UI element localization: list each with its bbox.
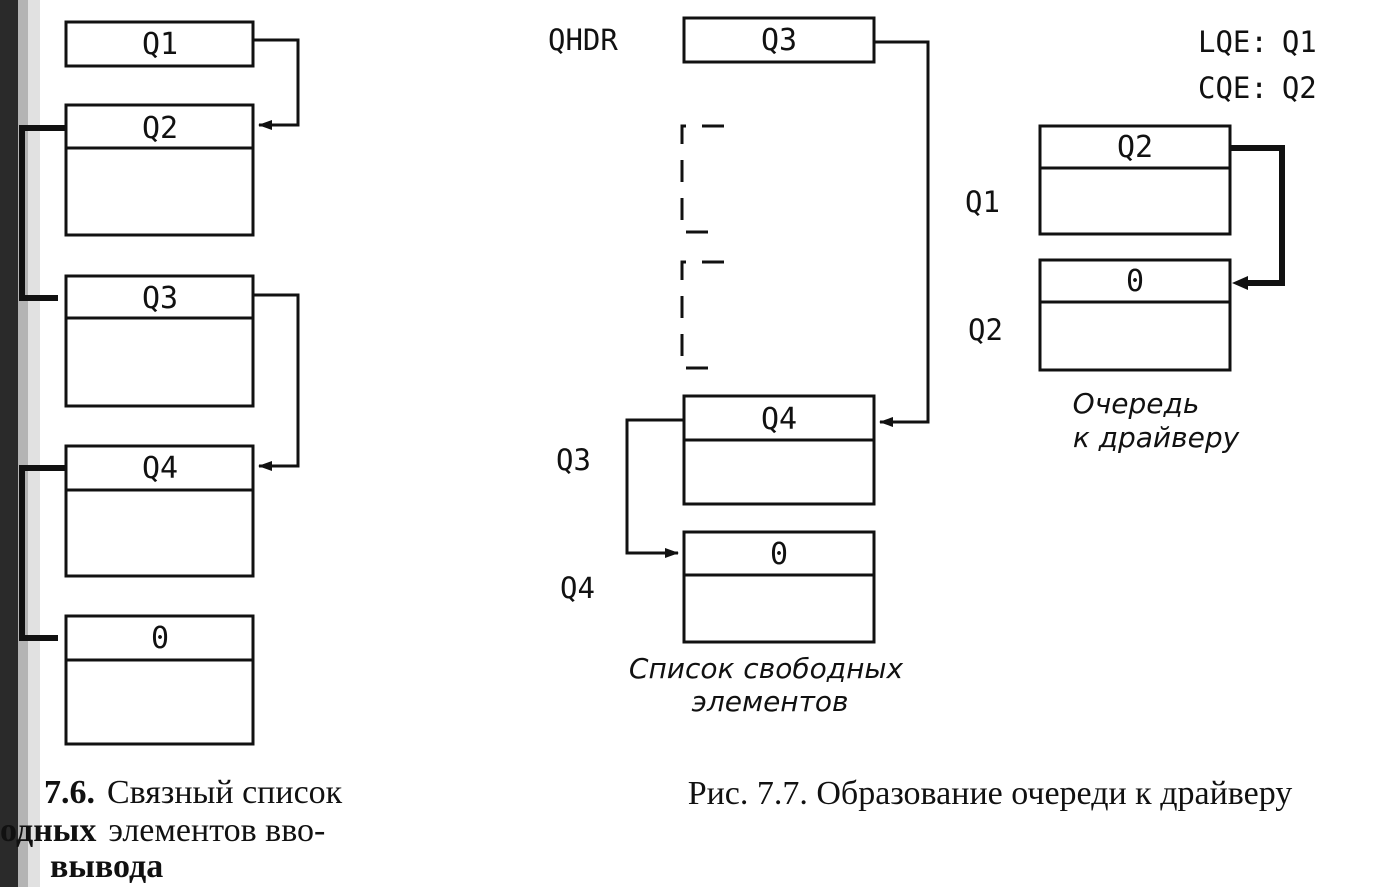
node-label: Q1 xyxy=(142,27,178,62)
node-label: Q2 xyxy=(142,111,178,146)
node-label: Q4 xyxy=(761,402,797,437)
link-arrow-q4-terminal xyxy=(625,418,684,558)
qhdr-label: QHDR xyxy=(548,23,618,57)
cqe-label: CQE: xyxy=(1198,71,1268,105)
link-arrow-qhdr-q4 xyxy=(874,40,930,427)
link-arrow-driver-q2-terminal xyxy=(1230,145,1285,286)
lqe-value: Q1 xyxy=(1282,25,1317,59)
lqe-label: LQE: xyxy=(1198,25,1268,59)
linked-node-q4: Q4 xyxy=(64,444,255,578)
node-label: 0 xyxy=(770,537,788,572)
lqe-line: LQE: Q1 xyxy=(1198,25,1317,59)
cqe-value: Q2 xyxy=(1282,71,1317,105)
node-label: 0 xyxy=(1126,264,1144,299)
link-arrow-q1-q2 xyxy=(253,38,300,130)
linked-node-q3: Q3 xyxy=(64,274,255,408)
linked-node-terminal: 0 xyxy=(64,614,255,746)
node-label: Q2 xyxy=(1117,130,1153,165)
driver-queue-node-terminal: 0 xyxy=(1038,258,1232,372)
driver-queue-caption-line2: к драйверу xyxy=(1073,421,1240,454)
figure-7-6: Q1 Q2 Q3 Q4 0 xyxy=(0,20,343,885)
free-list-caption-line2: элементов xyxy=(691,685,848,718)
link-arrow-q2-q3 xyxy=(19,125,66,301)
removed-node-placeholder xyxy=(680,124,724,234)
node-label: 0 xyxy=(151,621,169,656)
linked-node-q1: Q1 xyxy=(64,20,255,68)
removed-node-placeholder xyxy=(680,260,724,370)
cqe-line: CQE: Q2 xyxy=(1198,71,1317,105)
free-list-node-q4: Q4 xyxy=(682,394,876,506)
node-label: Q3 xyxy=(142,281,178,316)
driver-queue-side-label: Q1 xyxy=(965,185,1000,219)
arrow-head xyxy=(1232,276,1248,290)
free-list-side-label: Q3 xyxy=(556,443,591,477)
driver-queue-side-label: Q2 xyxy=(968,313,1003,347)
qhdr-value: Q3 xyxy=(761,23,797,58)
scan-shadow xyxy=(0,0,40,887)
node-label: Q4 xyxy=(142,451,178,486)
qhdr-box: Q3 xyxy=(682,16,876,64)
free-list-node-terminal: 0 xyxy=(682,530,876,644)
figure-7-7-caption: Рис. 7.7. Образование очереди к драйверу xyxy=(688,775,1293,812)
free-list-caption-line1: Список свободных xyxy=(629,652,904,685)
link-arrow-q3-q4 xyxy=(253,293,300,471)
figure-7-7: QHDR Q3 Q4 0 Q3 Q4 Список свободных элем… xyxy=(548,16,1317,812)
figure-7-6-caption-line3: вывода xyxy=(50,848,163,885)
driver-queue-caption-line1: Очередь xyxy=(1073,387,1200,420)
figure-7-6-caption-line1: 7.6.Связный список xyxy=(44,774,343,811)
link-arrow-q4-terminal xyxy=(19,465,66,641)
free-list-side-label: Q4 xyxy=(560,571,595,605)
linked-node-q2: Q2 xyxy=(64,103,255,237)
driver-queue-node-q2: Q2 xyxy=(1038,124,1232,236)
